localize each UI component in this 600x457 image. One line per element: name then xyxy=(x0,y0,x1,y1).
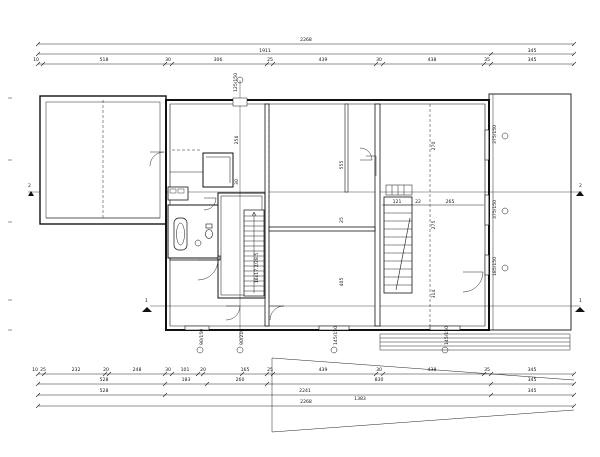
top-dimension-chain: 2268 1911 345 10 518 30 306 25 439 30 xyxy=(33,37,577,67)
svg-text:528: 528 xyxy=(100,377,109,383)
svg-text:256: 256 xyxy=(234,136,240,145)
svg-text:306: 306 xyxy=(214,57,223,63)
svg-text:405: 405 xyxy=(339,278,345,287)
bottom-dimension-chain: 10 25 232 20 248 30 101 20 165 25 439 30… xyxy=(32,367,577,409)
svg-text:830: 830 xyxy=(375,377,384,383)
svg-text:375/150: 375/150 xyxy=(492,200,498,219)
svg-text:30: 30 xyxy=(376,57,382,63)
svg-text:345: 345 xyxy=(528,367,537,373)
svg-text:16x17.2/28.5: 16x17.2/28.5 xyxy=(254,253,260,284)
toilet-icon xyxy=(205,229,213,239)
sink-icon xyxy=(194,239,202,247)
window-marker-b2: 90/210 xyxy=(236,329,245,354)
svg-text:25: 25 xyxy=(267,367,273,373)
svg-text:101: 101 xyxy=(181,367,190,373)
section-marker-2-left: 2 xyxy=(28,183,34,196)
svg-text:248: 248 xyxy=(133,367,142,373)
svg-text:314: 314 xyxy=(431,290,437,299)
svg-text:10: 10 xyxy=(33,57,39,63)
svg-text:121: 121 xyxy=(393,199,402,205)
window-marker-top: 125/150 xyxy=(233,73,244,92)
svg-text:2241: 2241 xyxy=(299,388,311,394)
terrace xyxy=(379,93,572,351)
svg-text:25: 25 xyxy=(40,367,46,373)
staircase-right xyxy=(383,184,413,294)
window-marker-r2: 375/150 xyxy=(492,200,509,219)
svg-text:145/150: 145/150 xyxy=(333,326,339,345)
svg-text:232: 232 xyxy=(72,367,81,373)
svg-text:438: 438 xyxy=(428,367,437,373)
svg-text:30: 30 xyxy=(165,57,171,63)
svg-text:260: 260 xyxy=(236,377,245,383)
window-markers: 125/150 375/150 375/150 185/150 90/150 9… xyxy=(196,73,509,354)
window-marker-r3: 185/150 xyxy=(492,257,509,276)
svg-text:20: 20 xyxy=(200,367,206,373)
svg-text:183: 183 xyxy=(182,377,191,383)
svg-text:270: 270 xyxy=(431,142,437,151)
svg-text:2: 2 xyxy=(28,183,31,189)
svg-text:10: 10 xyxy=(32,367,38,373)
svg-text:25: 25 xyxy=(339,217,345,223)
staircase-left xyxy=(243,209,265,297)
window-marker-b1: 90/150 xyxy=(196,329,205,354)
svg-text:375/150: 375/150 xyxy=(492,125,498,144)
svg-text:185/150: 185/150 xyxy=(492,257,498,276)
svg-text:345: 345 xyxy=(528,377,537,383)
section-marker-1-left: 1 xyxy=(142,298,152,312)
svg-text:2: 2 xyxy=(579,183,582,189)
svg-text:2268: 2268 xyxy=(300,399,312,405)
bathtub-icon xyxy=(173,217,188,251)
svg-text:1: 1 xyxy=(579,298,582,304)
svg-text:30: 30 xyxy=(376,367,382,373)
svg-text:165: 165 xyxy=(241,367,250,373)
svg-text:438: 438 xyxy=(428,57,437,63)
svg-text:528: 528 xyxy=(100,388,109,394)
svg-text:275: 275 xyxy=(431,221,437,230)
left-edge-ticks xyxy=(8,97,12,331)
window-marker-b3: 145/150 xyxy=(330,326,339,354)
svg-text:265: 265 xyxy=(446,199,455,205)
svg-text:125/150: 125/150 xyxy=(233,73,239,92)
left-wing xyxy=(39,95,167,225)
svg-text:35: 35 xyxy=(484,57,490,63)
svg-text:439: 439 xyxy=(319,367,328,373)
svg-text:90/210: 90/210 xyxy=(239,329,245,345)
svg-text:22: 22 xyxy=(415,199,421,205)
svg-text:439: 439 xyxy=(319,57,328,63)
svg-text:555: 555 xyxy=(339,161,345,170)
svg-text:345: 345 xyxy=(528,388,537,394)
svg-text:20: 20 xyxy=(103,367,109,373)
main-building xyxy=(149,97,490,331)
svg-text:1383: 1383 xyxy=(354,396,366,402)
svg-text:345: 345 xyxy=(528,57,537,63)
window-marker-r1: 375/150 xyxy=(492,125,509,144)
svg-text:1: 1 xyxy=(145,298,148,304)
section-marker-1-right: 1 xyxy=(575,298,585,312)
svg-text:35: 35 xyxy=(484,367,490,373)
window-marker-b4: 145/150 xyxy=(441,326,450,354)
room-dimensions: 256 30 555 25 405 270 275 314 121 22 265… xyxy=(234,136,484,299)
kitchen-counter xyxy=(167,186,189,201)
svg-text:518: 518 xyxy=(100,57,109,63)
dim-top-building: 1911 xyxy=(259,48,271,54)
svg-text:145/150: 145/150 xyxy=(444,326,450,345)
section-marker-2-right: 2 xyxy=(576,183,584,196)
svg-text:30: 30 xyxy=(234,179,240,185)
svg-text:25: 25 xyxy=(267,57,273,63)
dim-top-total: 2268 xyxy=(300,37,312,43)
svg-text:90/150: 90/150 xyxy=(199,329,205,345)
svg-text:30: 30 xyxy=(165,367,171,373)
dim-top-terrace: 345 xyxy=(528,48,537,54)
